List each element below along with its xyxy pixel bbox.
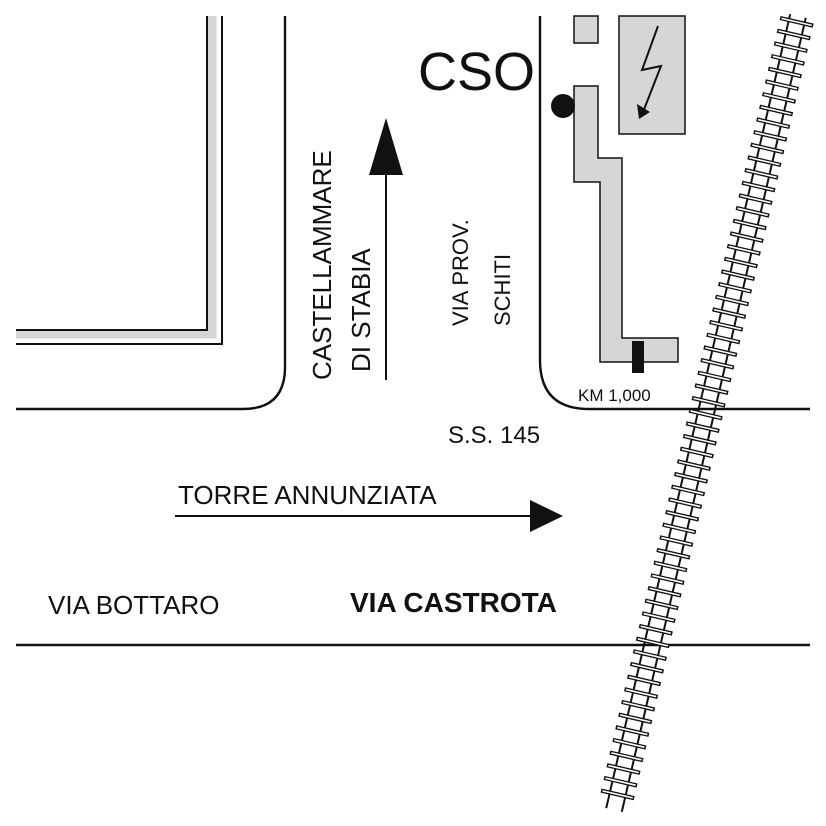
substation bbox=[618, 15, 686, 135]
direction-north-label-line2: DI STABIA bbox=[346, 248, 376, 372]
upper-left-block bbox=[16, 16, 223, 345]
location-dot-icon bbox=[551, 94, 575, 118]
street-south-west-label: VIA BOTTARO bbox=[48, 590, 219, 620]
north-arrow bbox=[369, 118, 403, 380]
east-arrow bbox=[175, 500, 563, 532]
building bbox=[573, 15, 599, 44]
highway-label: S.S. 145 bbox=[448, 422, 540, 449]
building-cso bbox=[573, 85, 679, 363]
direction-east-label: TORRE ANNUNZIATA bbox=[178, 480, 437, 510]
street-provinciale-label-line2: SCHITI bbox=[490, 254, 515, 326]
street-south-east-label: VIA CASTROTA bbox=[350, 587, 557, 618]
railway-track bbox=[600, 13, 814, 813]
road-edges bbox=[16, 16, 810, 647]
street-provinciale-label-line1: VIA PROV. bbox=[448, 219, 473, 326]
lightning-bolt-icon bbox=[640, 25, 663, 113]
direction-north-label-line1: CASTELLAMMARE bbox=[307, 150, 337, 380]
km-marker-label: KM 1,000 bbox=[578, 386, 651, 405]
km-marker-post bbox=[632, 341, 644, 373]
building-label: CSO bbox=[418, 42, 535, 102]
